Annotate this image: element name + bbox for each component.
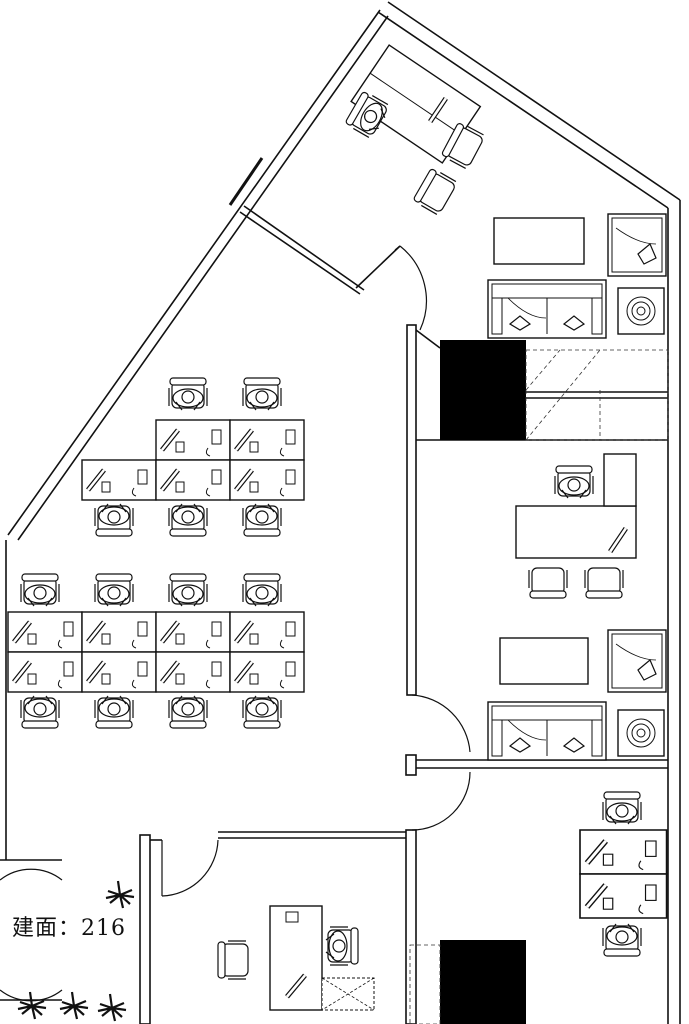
core-column-top xyxy=(440,340,526,440)
workstation-cluster-right xyxy=(580,791,667,957)
coffee-table xyxy=(493,217,585,265)
phone-icon xyxy=(285,911,299,923)
door-swing-icon xyxy=(0,245,471,1002)
side-cabinet xyxy=(603,453,637,507)
workstation-cluster-lower xyxy=(8,573,304,729)
manager-desk xyxy=(515,505,637,559)
office-bottom xyxy=(217,905,375,1011)
coffee-table-2 xyxy=(499,637,589,685)
computer-icon xyxy=(428,96,448,124)
core-column-bottom xyxy=(440,940,526,1024)
computer-icon xyxy=(285,973,307,999)
area-label: 建面：216 xyxy=(12,916,126,941)
computer-icon xyxy=(608,526,628,554)
